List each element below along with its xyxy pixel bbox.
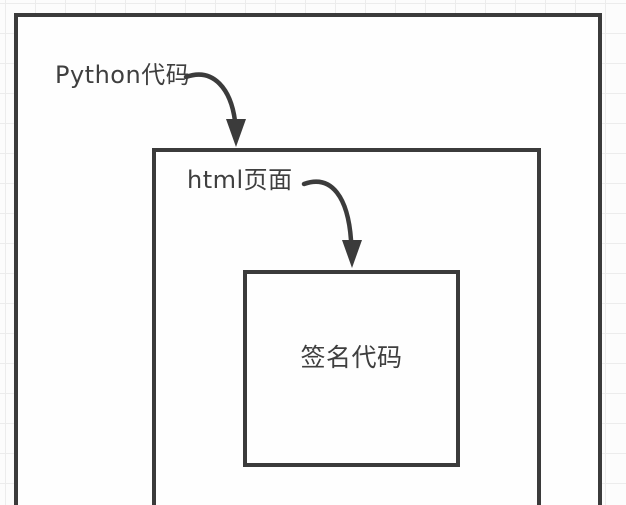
outer-box-label: Python代码 <box>55 61 191 89</box>
inner-box-signature-code <box>243 270 460 467</box>
inner-box-label: 签名代码 <box>300 343 403 372</box>
middle-box-label: html页面 <box>187 166 293 194</box>
